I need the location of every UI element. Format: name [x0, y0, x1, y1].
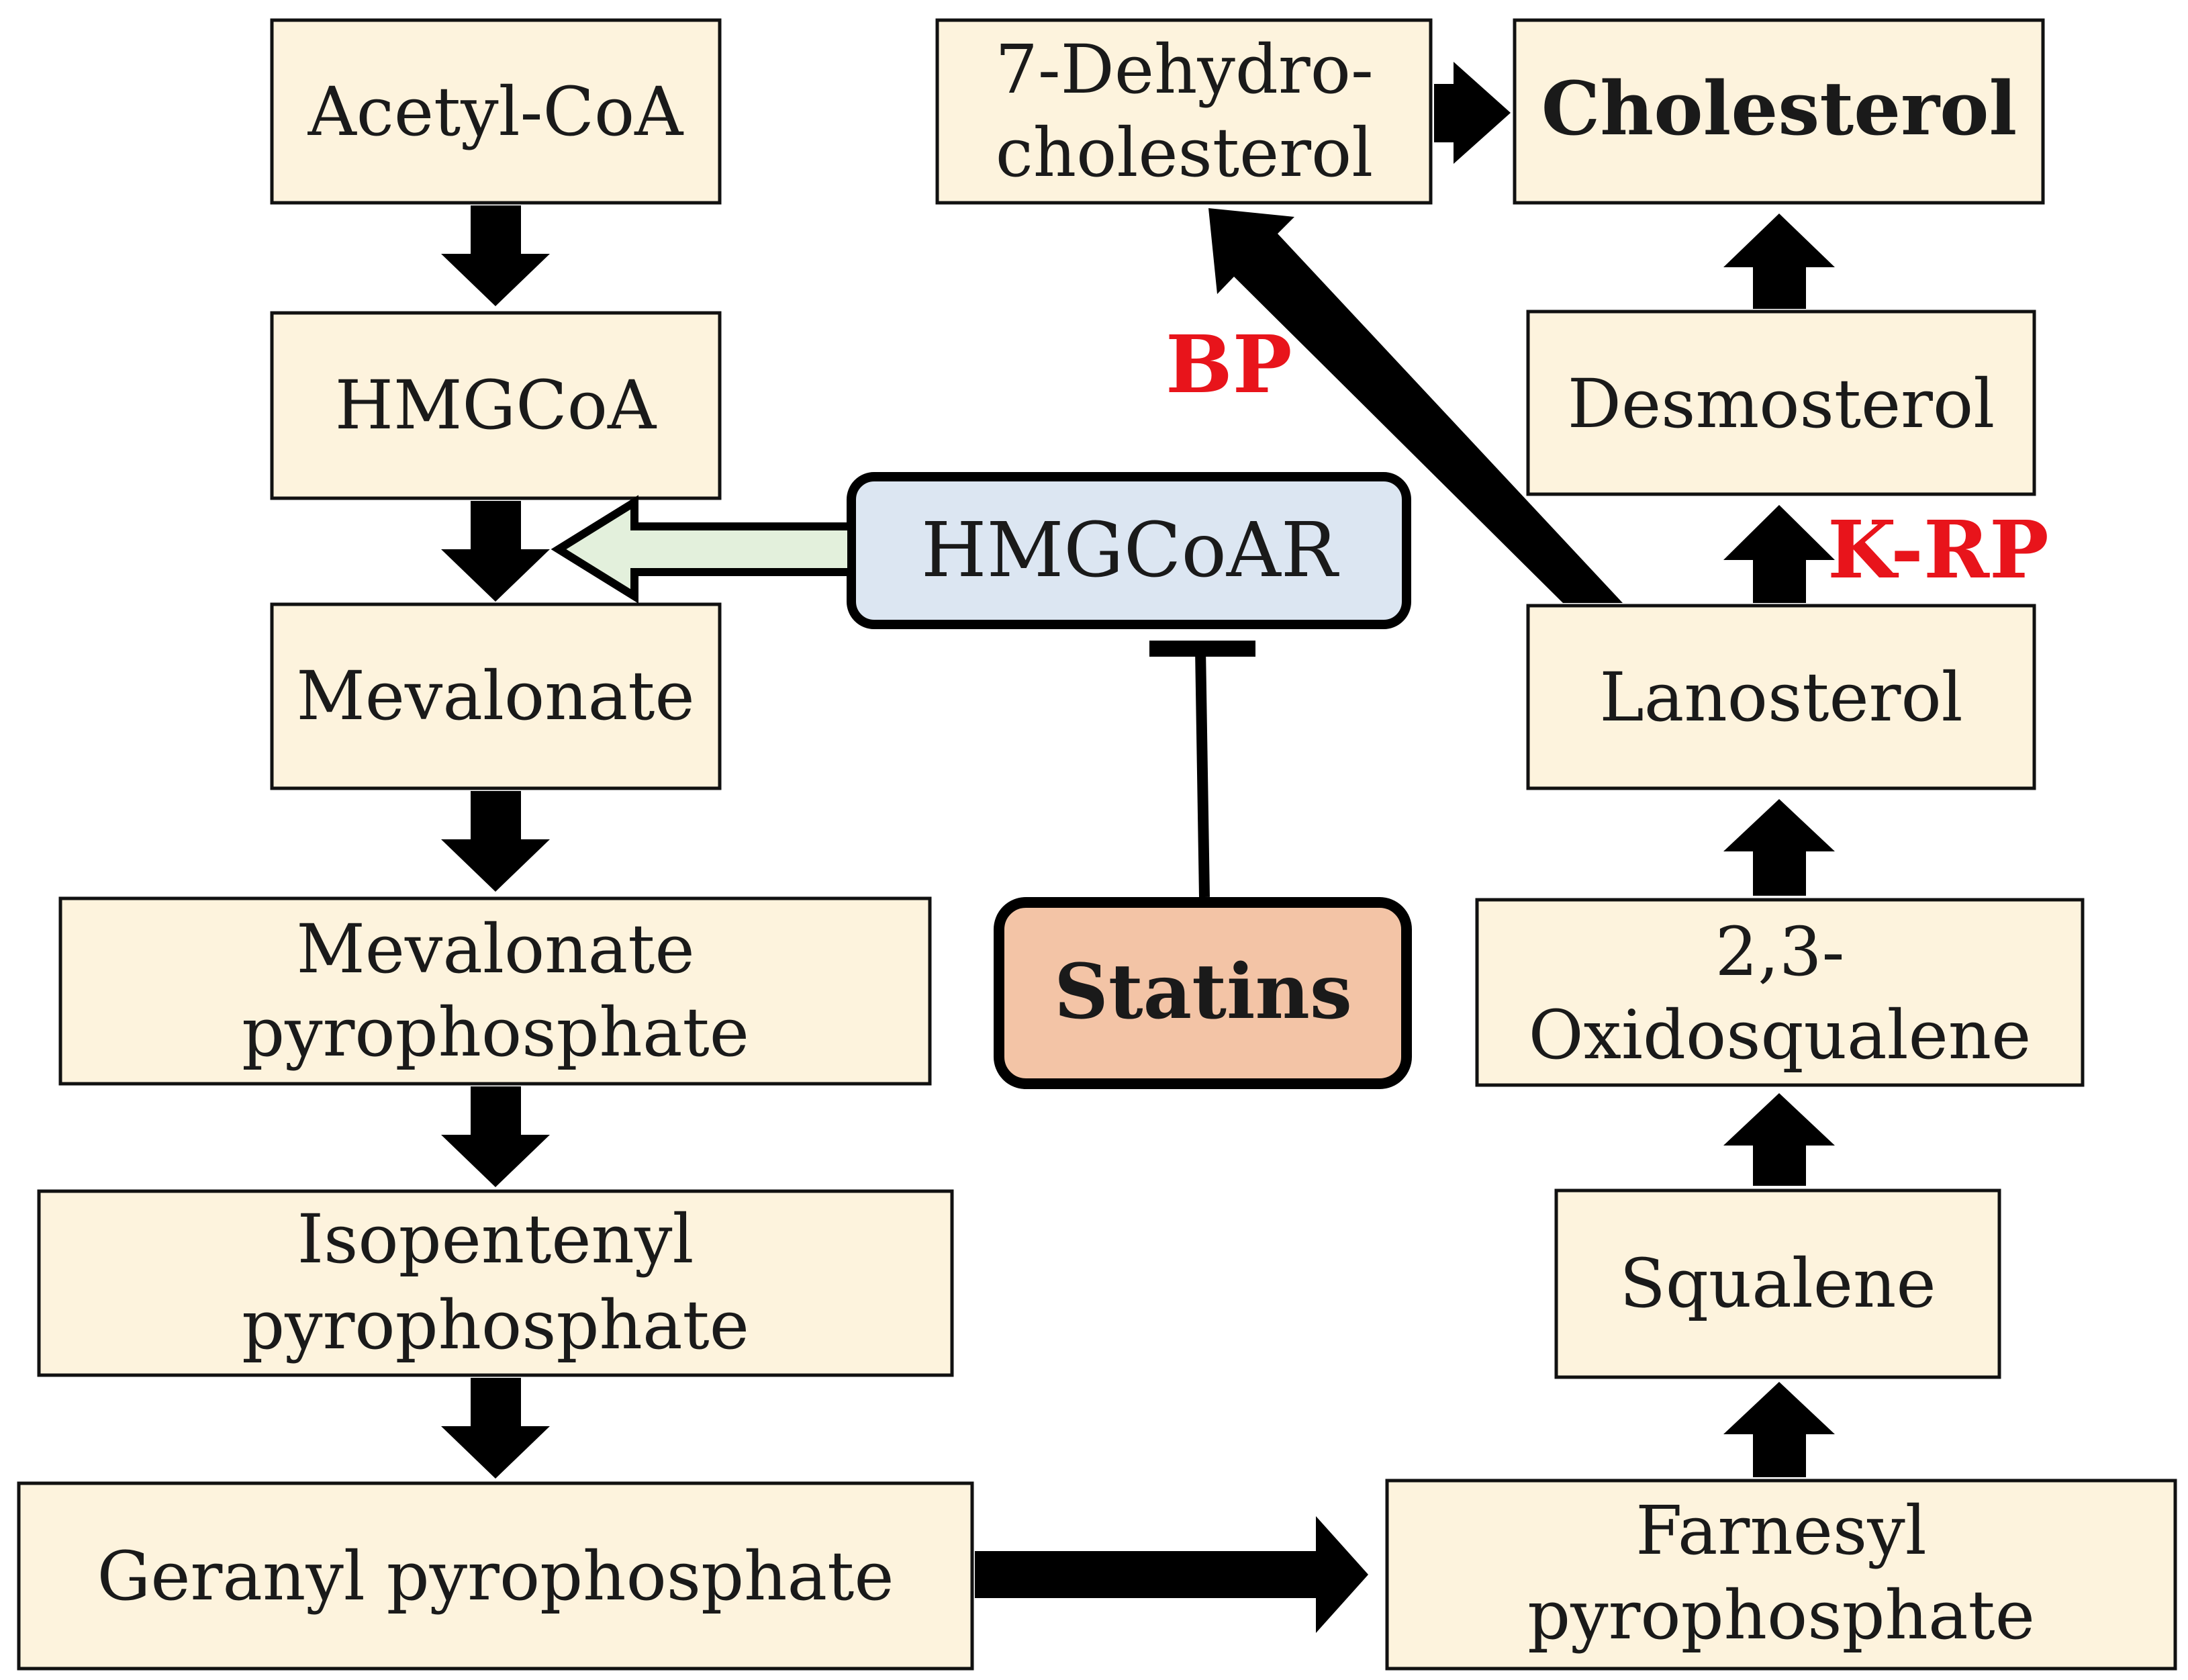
squalene-box	[1554, 1188, 2001, 1379]
cholesterol-label: Cholesterol	[1541, 65, 2017, 152]
statins-inhibitor-box	[994, 897, 1412, 1089]
arrow-lanosterol-to-desmosterol	[1723, 505, 1835, 603]
oxidosqualene-label-line1: 2,3-	[1715, 913, 1845, 991]
arrow-oxidosqualene-to-lanosterol	[1723, 799, 1835, 896]
acetyl-coa-box	[270, 18, 722, 205]
cholesterol-box	[1513, 18, 2045, 205]
lanosterol-box	[1526, 604, 2036, 790]
desmosterol-label: Desmosterol	[1568, 365, 1995, 443]
acetyl-coa-label: Acetyl-CoA	[307, 73, 685, 151]
mevalonate-pyrophosphate-box	[58, 896, 932, 1086]
arrow-farnesyl-pp-to-squalene	[1723, 1382, 1835, 1477]
krp-annotation: K-RP	[1827, 503, 2049, 596]
oxidosqualene-label-line2: Oxidosqualene	[1529, 996, 2032, 1074]
dehydrocholesterol-label-line1: 7-Dehydro-	[995, 30, 1373, 109]
desmosterol-box	[1526, 310, 2036, 496]
geranyl-pyrophosphate-box	[17, 1481, 974, 1671]
arrow-lanosterol-to-dehydrocholesterol	[1208, 208, 1623, 603]
mevalonate-label: Mevalonate	[296, 657, 694, 735]
statins-inhibition-line	[1149, 641, 1255, 898]
arrow-desmosterol-to-cholesterol	[1723, 214, 1835, 309]
hmgcoar-catalysis-arrow	[551, 495, 855, 604]
isopentenyl-pp-label-line2: pyrophosphate	[242, 1286, 749, 1364]
dehydrocholesterol-box	[935, 18, 1433, 205]
hmgcoa-label: HMGCoA	[335, 366, 657, 445]
bp-annotation: BP	[1166, 318, 1292, 411]
mevalonate-pp-label-line2: pyrophosphate	[242, 993, 749, 1072]
oxidosqualene-box	[1475, 898, 2085, 1087]
mevalonate-pp-label-line1: Mevalonate	[296, 910, 694, 988]
hmgcoa-box	[270, 311, 722, 500]
dehydrocholesterol-label-line2: cholesterol	[996, 113, 1373, 192]
farnesyl-pp-label-line2: pyrophosphate	[1527, 1576, 2035, 1654]
mevalonate-box	[270, 602, 722, 790]
hmgcoar-label: HMGCoAR	[921, 507, 1340, 594]
statins-label: Statins	[1054, 948, 1352, 1036]
arrow-acetylcoa-to-hmgcoa	[441, 205, 550, 306]
isopentenyl-pp-label-line1: Isopentenyl	[297, 1200, 694, 1278]
geranyl-pp-label: Geranyl pyrophosphate	[97, 1537, 894, 1616]
lanosterol-label: Lanosterol	[1599, 658, 1962, 737]
farnesyl-pyrophosphate-box	[1385, 1479, 2177, 1671]
arrow-geranyl-pp-to-farnesyl-pp	[975, 1516, 1368, 1633]
arrow-dehydrocholesterol-to-cholesterol	[1434, 62, 1511, 164]
arrow-hmgcoa-to-mevalonate	[441, 501, 550, 602]
isopentenyl-pyrophosphate-box	[37, 1189, 954, 1377]
arrow-squalene-to-oxidosqualene	[1723, 1093, 1835, 1186]
arrow-mevalonate-pp-to-isopentenyl-pp	[441, 1086, 550, 1187]
arrow-isopentenyl-pp-to-geranyl-pp	[441, 1378, 550, 1479]
squalene-label: Squalene	[1619, 1244, 1936, 1323]
farnesyl-pp-label-line1: Farnesyl	[1635, 1491, 1926, 1570]
arrow-mevalonate-to-mevalonate-pp	[441, 791, 550, 892]
